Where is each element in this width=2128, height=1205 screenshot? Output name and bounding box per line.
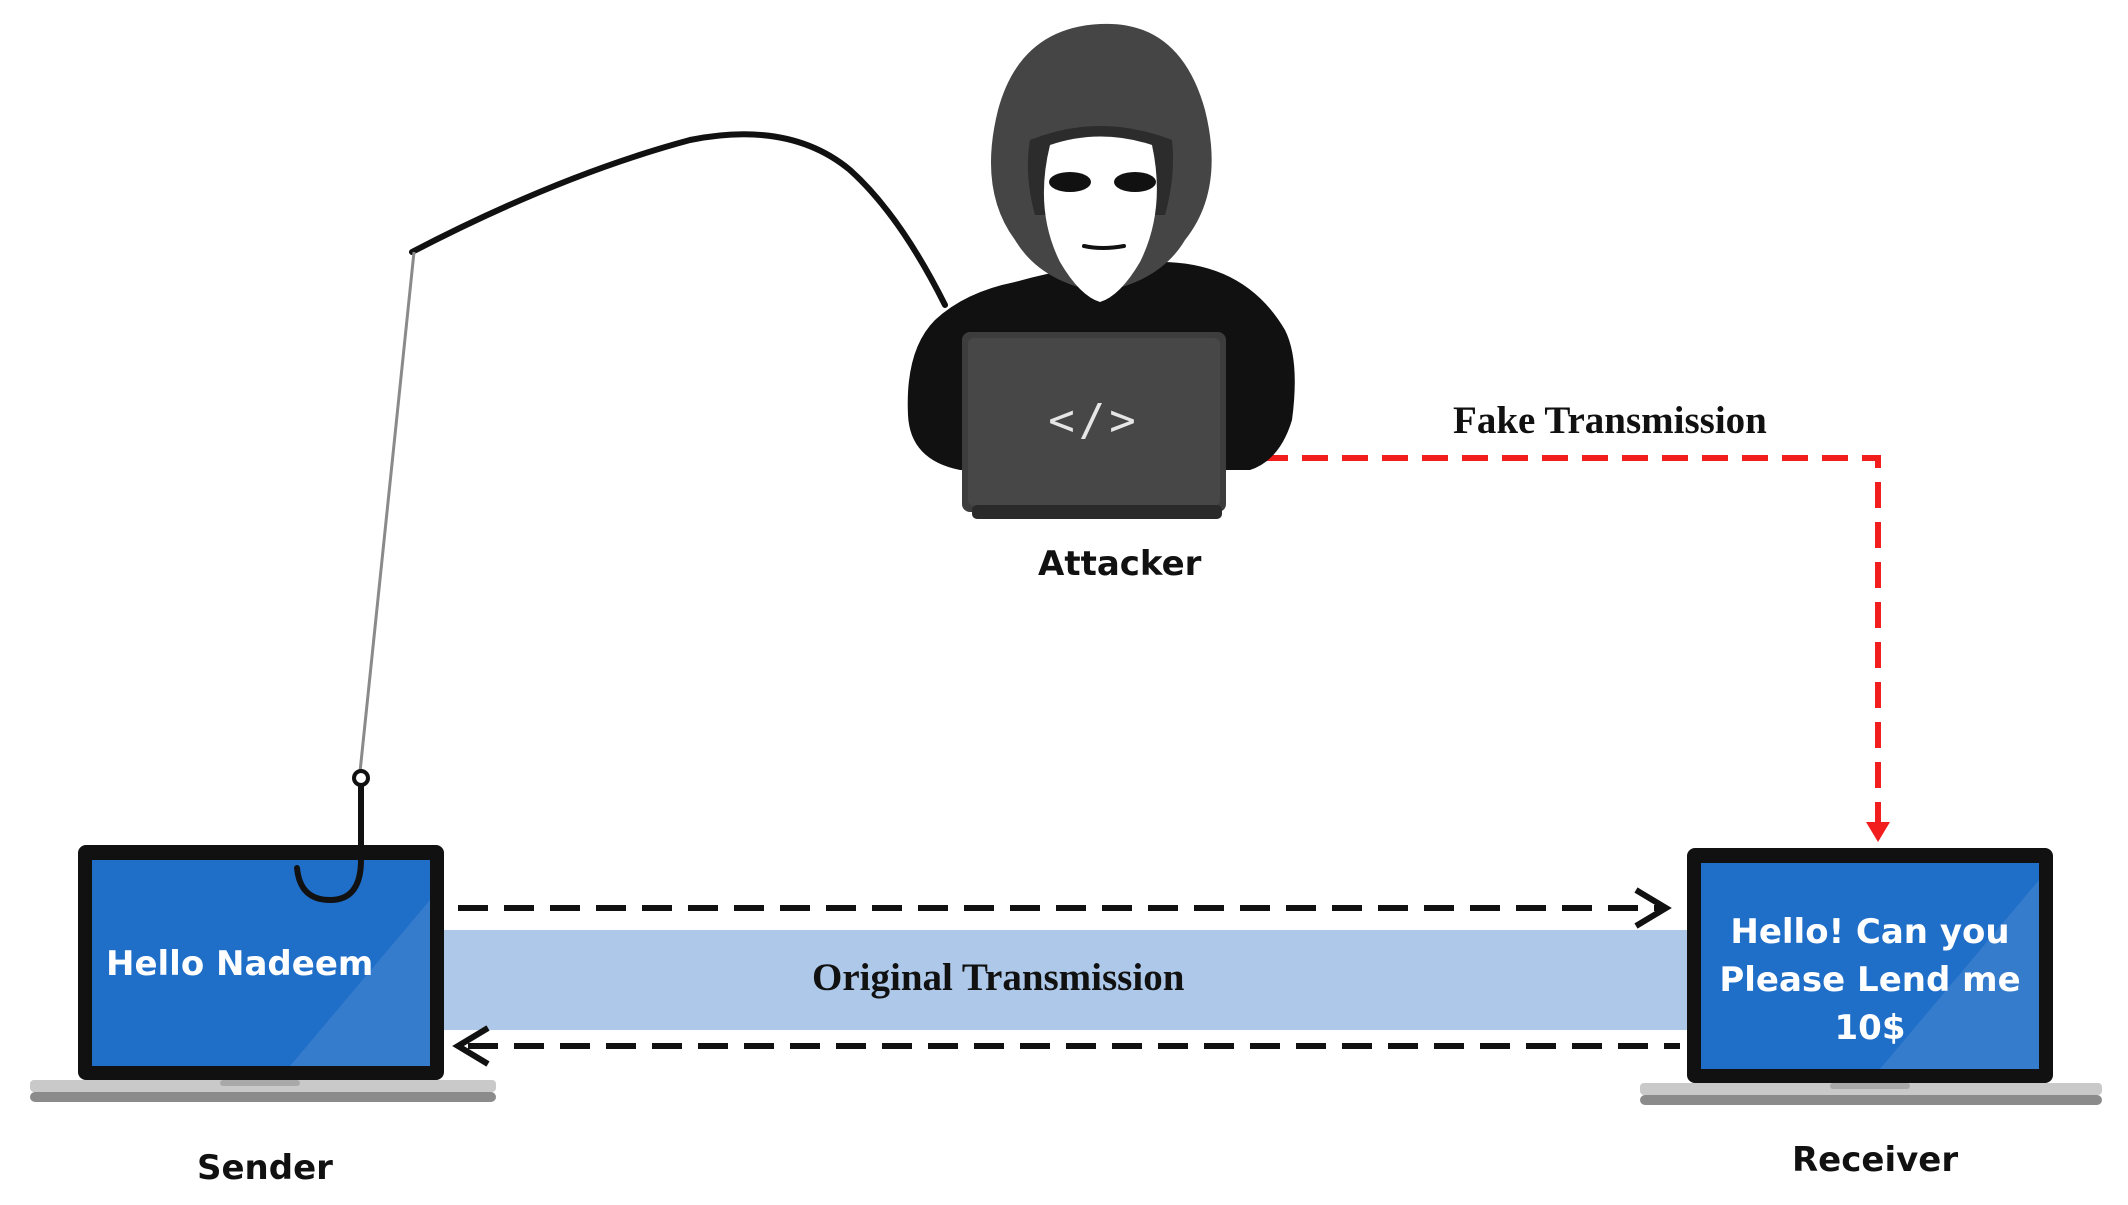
fake-transmission-label: Fake Transmission	[1453, 399, 1767, 442]
sender-label: Sender	[197, 1148, 333, 1188]
fake-transmission-arrowhead	[1866, 822, 1890, 842]
attacker-code-icon: </>	[1048, 395, 1140, 446]
receiver-message-line-2: Please Lend me	[1719, 960, 2021, 1000]
forward-arrowhead	[1634, 887, 1672, 929]
fishing-hook-eye	[352, 769, 370, 787]
mask-mouth	[1082, 244, 1126, 250]
receiver-message-line-1: Hello! Can you	[1730, 912, 2010, 952]
attacker-figure	[907, 23, 1295, 519]
fishing-line	[358, 251, 416, 773]
sender-laptop	[30, 845, 496, 1102]
mask-right-eye	[1114, 172, 1156, 192]
sender-screen-message: Hello Nadeem	[106, 944, 374, 984]
attacker-label: Attacker	[1038, 544, 1202, 584]
fishing-hook	[294, 783, 364, 904]
backward-arrowhead	[452, 1025, 490, 1067]
sender-screen	[92, 860, 430, 1066]
fishing-rod	[409, 131, 948, 308]
original-transmission-arrows	[452, 887, 1680, 1067]
receiver-message-line-3: 10$	[1834, 1008, 1906, 1048]
receiver-screen	[1701, 863, 2039, 1069]
receiver-laptop	[1640, 848, 2102, 1105]
receiver-label: Receiver	[1792, 1140, 1959, 1180]
original-transmission-label: Original Transmission	[812, 956, 1185, 999]
mask-left-eye	[1049, 172, 1091, 192]
fake-transmission-arrow	[1262, 455, 1881, 828]
receiver-screen-message: Hello! Can you Please Lend me 10$	[1705, 908, 2035, 1052]
original-transmission-band	[440, 930, 1702, 1030]
